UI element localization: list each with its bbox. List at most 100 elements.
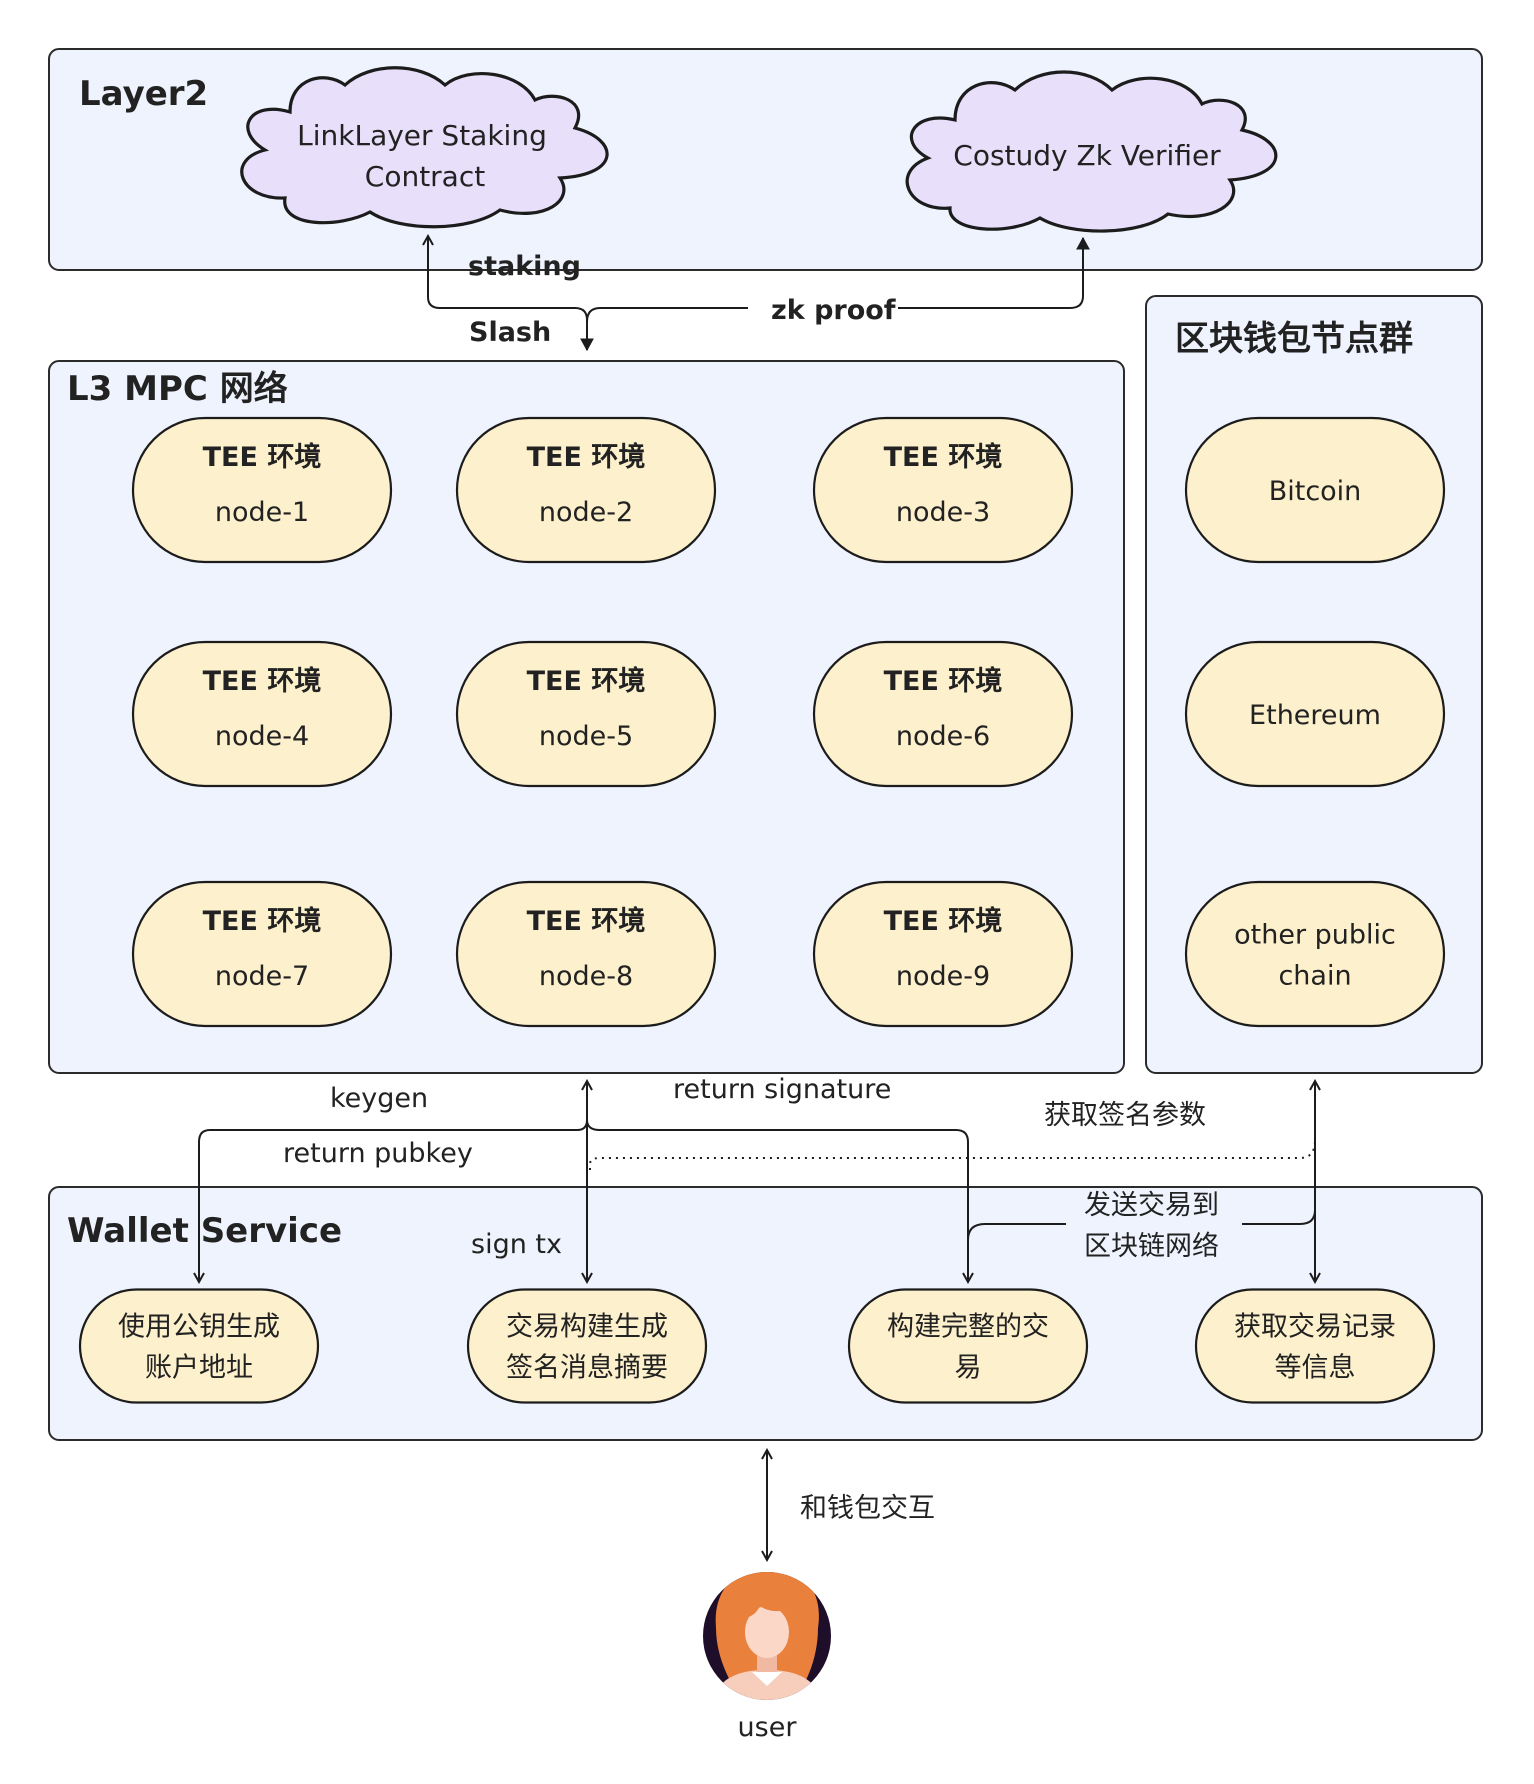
mpc-node-7[interactable]: TEE 环境 node-7: [131, 880, 393, 1028]
staking-label: staking: [468, 251, 581, 282]
staking-contract-label-line2: Contract: [365, 160, 485, 193]
mpc-node-name: node-2: [539, 497, 633, 528]
zk-verifier-label: Costudy Zk Verifier: [953, 139, 1221, 172]
tee-env-label: TEE 环境: [884, 906, 1003, 937]
mpc-node-name: node-4: [215, 721, 309, 752]
layer2-panel: Layer2 LinkLayer Staking Contract Costud…: [48, 48, 1483, 271]
wallet-item-3-shape: [847, 1288, 1089, 1404]
chain-node-label: Bitcoin: [1269, 476, 1362, 507]
staking-slash-edge: [428, 236, 587, 350]
get-sign-params-label: 获取签名参数: [1044, 1100, 1206, 1131]
wallet-item-1-shape: [78, 1288, 320, 1404]
chain-node-2-shape: [1184, 640, 1446, 788]
tee-env-label: TEE 环境: [527, 906, 646, 937]
return-pubkey-label: return pubkey: [283, 1138, 473, 1169]
mpc-node-2-shape: [455, 416, 717, 564]
mpc-node-name: node-9: [896, 961, 990, 992]
tee-env-label: TEE 环境: [884, 442, 1003, 473]
tee-env-label: TEE 环境: [203, 666, 322, 697]
send-tx-label-line2: 区块链网络: [1084, 1231, 1219, 1262]
wallet-item-label: 交易构建生成: [506, 1312, 668, 1343]
mpc-network-title: L3 MPC 网络: [67, 369, 288, 409]
mpc-node-9-shape: [812, 880, 1074, 1028]
chain-node-label: Ethereum: [1249, 700, 1381, 731]
wallet-item-label: 使用公钥生成: [118, 1312, 280, 1343]
zk-proof-label-bg: [748, 291, 898, 325]
mpc-node-1-shape: [131, 416, 393, 564]
layer2-mpc-links: staking Slash zk proof: [428, 236, 1090, 350]
mpc-node-3[interactable]: TEE 环境 node-3: [812, 416, 1074, 564]
tee-env-label: TEE 环境: [203, 442, 322, 473]
zk-verifier-cloud[interactable]: Costudy Zk Verifier: [905, 70, 1278, 233]
chain-node-label: other public: [1234, 920, 1396, 951]
mpc-node-6[interactable]: TEE 环境 node-6: [812, 640, 1074, 788]
tee-env-label: TEE 环境: [203, 906, 322, 937]
chain-node-3-shape: [1184, 880, 1446, 1028]
tee-env-label: TEE 环境: [884, 666, 1003, 697]
tee-env-label: TEE 环境: [527, 666, 646, 697]
send-tx-label-line1: 发送交易到: [1084, 1190, 1219, 1221]
wallet-interact-label: 和钱包交互: [800, 1493, 935, 1524]
mpc-node-name: node-6: [896, 721, 990, 752]
slash-label: Slash: [469, 317, 551, 348]
mpc-node-name: node-8: [539, 961, 633, 992]
mpc-node-7-shape: [131, 880, 393, 1028]
send-tx-edge-left: [967, 1223, 1066, 1262]
chain-node-2[interactable]: Ethereum: [1184, 640, 1446, 788]
mpc-node-name: node-7: [215, 961, 309, 992]
mpc-node-4[interactable]: TEE 环境 node-4: [131, 640, 393, 788]
zk-proof-label: zk proof: [771, 295, 896, 326]
chain-node-label: chain: [1278, 961, 1351, 992]
mpc-node-1[interactable]: TEE 环境 node-1: [131, 416, 393, 564]
mpc-wallet-links: keygen return pubkey return signature 获取…: [199, 1074, 1315, 1282]
mpc-node-9[interactable]: TEE 环境 node-9: [812, 880, 1074, 1028]
mpc-node-8-shape: [455, 880, 717, 1028]
mpc-node-5-shape: [455, 640, 717, 788]
chain-node-1-shape: [1184, 416, 1446, 564]
sign-tx-label: sign tx: [471, 1229, 562, 1260]
mpc-node-3-shape: [812, 416, 1074, 564]
chain-node-1[interactable]: Bitcoin: [1184, 416, 1446, 564]
mpc-node-name: node-1: [215, 497, 309, 528]
user-link: 和钱包交互: [767, 1450, 935, 1560]
return-signature-label: return signature: [673, 1074, 891, 1105]
send-tx-edge: [1242, 1209, 1316, 1225]
return-signature-edge: [586, 1119, 968, 1282]
user-label: user: [738, 1712, 798, 1743]
wallet-item-label: 签名消息摘要: [506, 1353, 668, 1384]
mpc-node-2[interactable]: TEE 环境 node-2: [455, 416, 717, 564]
mpc-node-name: node-5: [539, 721, 633, 752]
mpc-node-8[interactable]: TEE 环境 node-8: [455, 880, 717, 1028]
mpc-node-name: node-3: [896, 497, 990, 528]
chain-nodes-title: 区块钱包节点群: [1175, 319, 1413, 359]
mpc-node-4-shape: [131, 640, 393, 788]
avatar-figure: [712, 1572, 822, 1700]
tee-env-label: TEE 环境: [527, 442, 646, 473]
staking-contract-label-line1: LinkLayer Staking: [297, 119, 547, 152]
layer2-title: Layer2: [79, 74, 208, 114]
wallet-service-title: Wallet Service: [67, 1211, 342, 1251]
wallet-item-label: 易: [955, 1353, 982, 1384]
wallet-item-4-shape: [1194, 1288, 1436, 1404]
mpc-node-5[interactable]: TEE 环境 node-5: [455, 640, 717, 788]
wallet-item-label: 获取交易记录: [1234, 1312, 1396, 1343]
keygen-label: keygen: [330, 1083, 428, 1114]
chain-node-3[interactable]: other public chain: [1184, 880, 1446, 1028]
wallet-item-2-shape: [466, 1288, 708, 1404]
mpc-node-6-shape: [812, 640, 1074, 788]
wallet-item-label: 等信息: [1275, 1353, 1356, 1384]
wallet-item-label: 账户地址: [145, 1353, 253, 1384]
user-avatar[interactable]: user: [703, 1568, 831, 1743]
staking-contract-cloud[interactable]: LinkLayer Staking Contract: [240, 66, 609, 229]
wallet-item-label: 构建完整的交: [887, 1312, 1049, 1343]
